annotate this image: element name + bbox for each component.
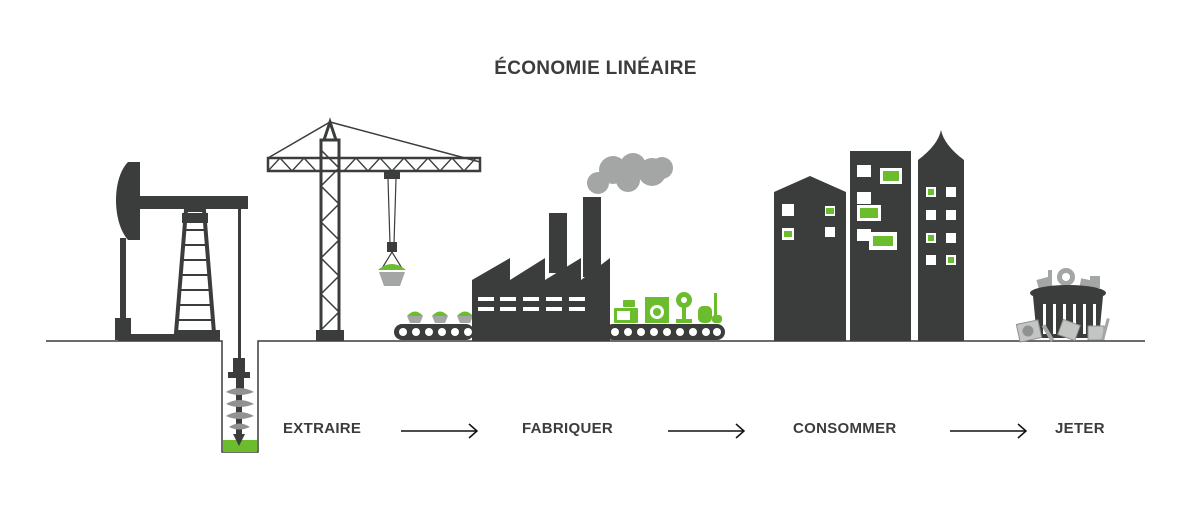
oil-pump-jack-icon [115,162,250,390]
arrow-make-to-consume [668,423,746,439]
step-label-discard: JETER [1055,420,1105,437]
city-buildings-icon [774,130,964,341]
factory-icon [472,153,673,341]
conveyor-belt-right [605,292,725,340]
trash-bin-icon [1015,268,1110,343]
manufactured-products [614,292,722,323]
oil-deposit [223,440,257,452]
step-label-extract: EXTRAIRE [283,420,362,437]
conveyor-belt-left [394,311,474,340]
crane-icon [266,117,482,341]
diagram-title: ÉCONOMIE LINÉAIRE [494,58,697,79]
raw-material-carts [407,311,473,323]
arrow-consume-to-discard [950,423,1028,439]
step-label-make: FABRIQUER [522,420,614,437]
smoke-cloud [587,153,673,194]
arrow-extract-to-make [401,423,479,439]
step-label-consume: CONSOMMER [793,420,897,437]
drill-auger-icon [226,386,254,446]
